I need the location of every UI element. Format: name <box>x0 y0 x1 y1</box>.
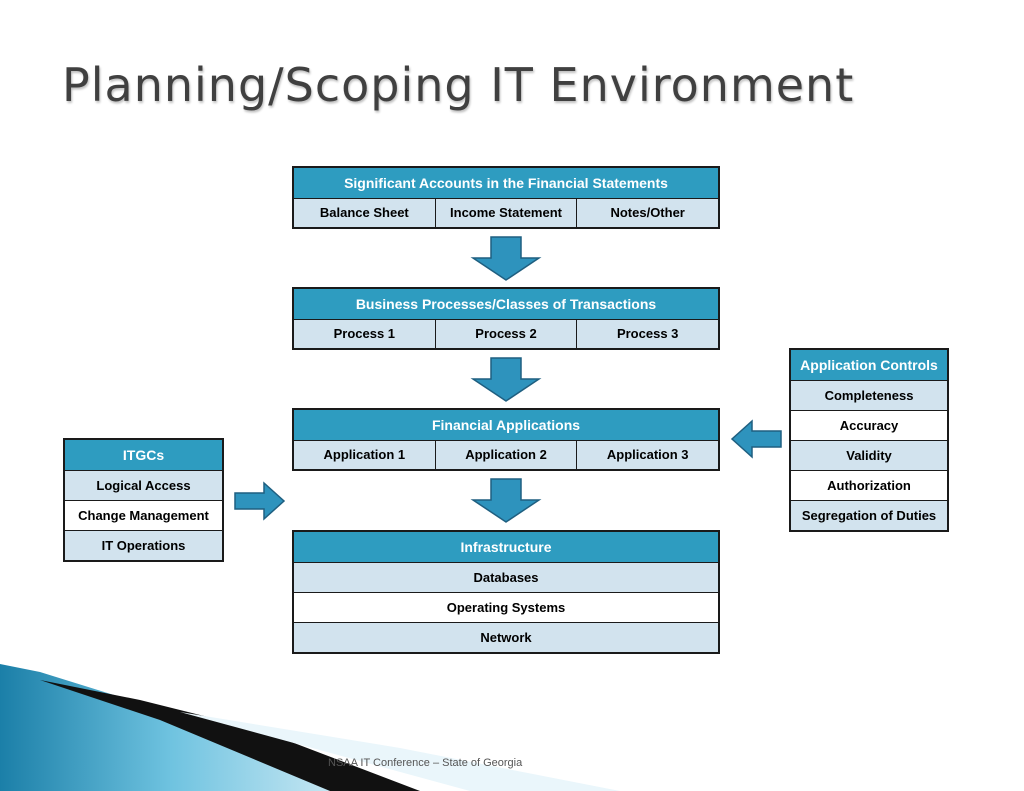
accounts-cell: Notes/Other <box>577 199 719 227</box>
application-cell: Application 1 <box>294 441 436 469</box>
right-arrow-icon <box>234 481 286 521</box>
app-control-item: Accuracy <box>791 411 947 441</box>
down-arrow-icon <box>470 478 542 523</box>
accounts-cell: Income Statement <box>435 199 578 227</box>
app-control-item: Completeness <box>791 381 947 411</box>
itgc-item: Change Management <box>65 501 222 531</box>
itgcs-header: ITGCs <box>65 440 222 471</box>
applications-box: Financial Applications Application 1 App… <box>292 408 720 471</box>
application-cell: Application 3 <box>577 441 719 469</box>
infrastructure-item: Databases <box>294 563 718 593</box>
accounts-header: Significant Accounts in the Financial St… <box>294 168 718 199</box>
processes-header: Business Processes/Classes of Transactio… <box>294 289 718 320</box>
itgc-item: Logical Access <box>65 471 222 501</box>
itgcs-box: ITGCs Logical Access Change Management I… <box>63 438 224 562</box>
left-arrow-icon <box>730 419 782 459</box>
accounts-box: Significant Accounts in the Financial St… <box>292 166 720 229</box>
app-control-item: Segregation of Duties <box>791 501 947 530</box>
itgc-item: IT Operations <box>65 531 222 560</box>
accounts-cell: Balance Sheet <box>294 199 436 227</box>
processes-box: Business Processes/Classes of Transactio… <box>292 287 720 350</box>
app-control-item: Validity <box>791 441 947 471</box>
applications-header: Financial Applications <box>294 410 718 441</box>
process-cell: Process 3 <box>577 320 719 348</box>
infrastructure-box: Infrastructure Databases Operating Syste… <box>292 530 720 654</box>
process-cell: Process 1 <box>294 320 436 348</box>
app-controls-header: Application Controls <box>791 350 947 381</box>
footer-text: NSAA IT Conference – State of Georgia <box>328 757 523 769</box>
app-controls-box: Application Controls Completeness Accura… <box>789 348 949 532</box>
down-arrow-icon <box>470 357 542 402</box>
app-control-item: Authorization <box>791 471 947 501</box>
infrastructure-item: Operating Systems <box>294 593 718 623</box>
process-cell: Process 2 <box>435 320 578 348</box>
page-title: Planning/Scoping IT Environment <box>62 58 855 112</box>
infrastructure-item: Network <box>294 623 718 652</box>
down-arrow-icon <box>470 236 542 281</box>
infrastructure-header: Infrastructure <box>294 532 718 563</box>
application-cell: Application 2 <box>435 441 578 469</box>
